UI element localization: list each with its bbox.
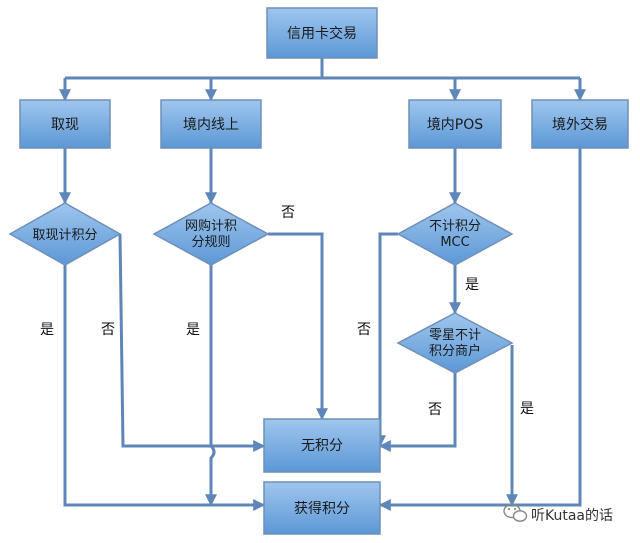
online-rule-label-line2: 分规则 (191, 235, 230, 250)
box-no-points: 无积分 (263, 418, 381, 473)
label-online-no: 否 (281, 205, 295, 221)
watermark-text: 听Kutaa的话 (531, 508, 613, 524)
label-cash-no: 否 (101, 322, 115, 338)
overseas-transaction-label: 境外交易 (552, 116, 608, 133)
decision-cash-points: 取现计积分 (8, 202, 122, 266)
cash-withdrawal-label: 取现 (51, 117, 79, 133)
arrow-online-yes-to-earn (205, 265, 217, 507)
watermark: 听Kutaa的话 (503, 503, 613, 524)
box-earn-points: 获得积分 (263, 481, 381, 535)
branch-labels: 是 否 是 否 否 是 否 是 (40, 205, 534, 418)
box-domestic-pos: 境内POS (408, 99, 502, 149)
arrow-mcc-no-to-none (374, 232, 398, 448)
box-credit-card-transaction: 信用卡交易 (266, 7, 378, 59)
label-mcc-yes: 是 (465, 277, 479, 293)
decision-scattered-merchant: 零星不计 积分商户 (396, 312, 514, 374)
box-domestic-online: 境内线上 (160, 99, 262, 149)
domestic-online-label: 境内线上 (183, 117, 239, 133)
no-points-mcc-label-line2: MCC (440, 235, 469, 250)
no-points-label: 无积分 (301, 438, 343, 454)
label-cash-yes: 是 (40, 322, 54, 338)
arrow-cash-yes-to-earn (63, 265, 266, 511)
arrow-cash-no-to-none (118, 233, 266, 452)
decision-online-rule: 网购计积 分规则 (152, 202, 270, 266)
connector-top-to-branches (65, 58, 580, 80)
label-mcc-no: 否 (357, 322, 371, 338)
label-scattered-no: 否 (428, 402, 442, 418)
credit-card-transaction-label: 信用卡交易 (287, 25, 357, 42)
no-points-mcc-label-line1: 不计积分 (429, 219, 481, 234)
connectors (59, 58, 586, 511)
cash-points-label: 取现计积分 (32, 228, 97, 243)
label-scattered-yes: 是 (520, 401, 534, 417)
box-cash-withdrawal: 取现 (19, 99, 111, 149)
label-online-yes: 是 (186, 322, 200, 338)
scattered-merchant-label-line2: 积分商户 (429, 343, 481, 359)
box-overseas-transaction: 境外交易 (531, 99, 629, 149)
arrow-online-no-to-none (268, 232, 328, 421)
wechat-icon (503, 503, 528, 522)
online-rule-label-line1: 网购计积 (185, 218, 237, 234)
scattered-merchant-label-line1: 零星不计 (429, 328, 481, 343)
arrow-overseas-to-earn (378, 148, 582, 511)
domestic-pos-label: 境内POS (427, 117, 483, 133)
arrow-scattered-no-to-none (378, 373, 457, 452)
earn-points-label: 获得积分 (294, 500, 350, 517)
decision-no-points-mcc: 不计积分 MCC (396, 202, 514, 266)
